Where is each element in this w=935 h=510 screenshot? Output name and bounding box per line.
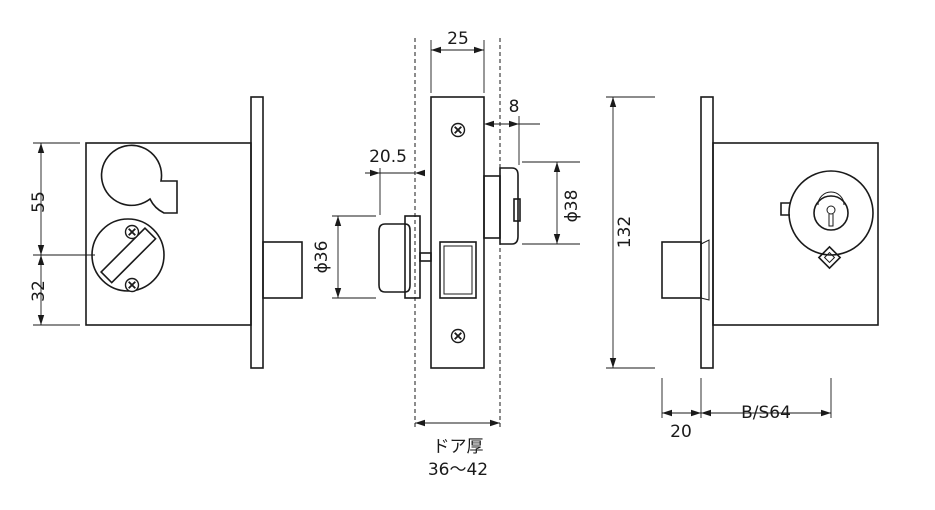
dim-8: 8	[484, 97, 540, 165]
right-case-body	[712, 142, 879, 326]
dim-latch-offset: 8	[509, 97, 520, 117]
dim-latch-width: 25	[447, 29, 469, 49]
spindle	[419, 252, 432, 262]
knob-icon	[378, 215, 421, 299]
right-latch-bolt	[661, 241, 702, 299]
thumb-turn-icon	[91, 218, 165, 293]
door-thickness-range: 36～42	[428, 460, 488, 480]
dim-total-height: 132	[615, 216, 635, 248]
left-latch-bolt	[262, 241, 303, 299]
left-faceplate	[250, 96, 264, 369]
dim-bolt-projection: 20	[670, 422, 692, 442]
right-view-outside: 132 20 B/S64	[606, 96, 879, 442]
dim-132: 132	[606, 96, 655, 369]
dim-stopper-offset: 20.5	[369, 147, 407, 167]
cylinder-icon	[483, 167, 521, 245]
indicator-icon	[817, 245, 842, 270]
dim-phi36: ϕ36	[312, 215, 376, 299]
left-view-inside: 55 32	[29, 96, 303, 369]
front-screw-bottom-icon	[450, 328, 466, 344]
dim-backset-value: B/S64	[741, 403, 791, 423]
key-cylinder-icon	[780, 170, 874, 256]
front-screw-top-icon	[450, 122, 466, 138]
latch-window	[439, 241, 477, 299]
dim-25: 25	[430, 29, 485, 93]
dim-phi38: ϕ38	[522, 161, 582, 245]
dim-cylinder-diameter: ϕ38	[562, 190, 582, 223]
door-thickness-label: ドア厚	[433, 437, 484, 457]
front-plate	[430, 96, 485, 369]
dim-door-thickness: ドア厚 36～42	[415, 419, 500, 480]
right-faceplate	[700, 96, 714, 369]
left-height-dimension: 55 32	[29, 142, 95, 326]
dim-20-5: 20.5	[365, 147, 425, 215]
dim-backset: 20 B/S64	[661, 378, 832, 442]
emergency-release-icon	[100, 144, 178, 214]
dim-knob-diameter: ϕ36	[312, 241, 332, 274]
dim-top-height: 55	[29, 191, 49, 213]
dim-bottom-height: 32	[29, 280, 49, 302]
middle-view-edge: 25 8 20.5 ϕ36	[312, 29, 582, 480]
